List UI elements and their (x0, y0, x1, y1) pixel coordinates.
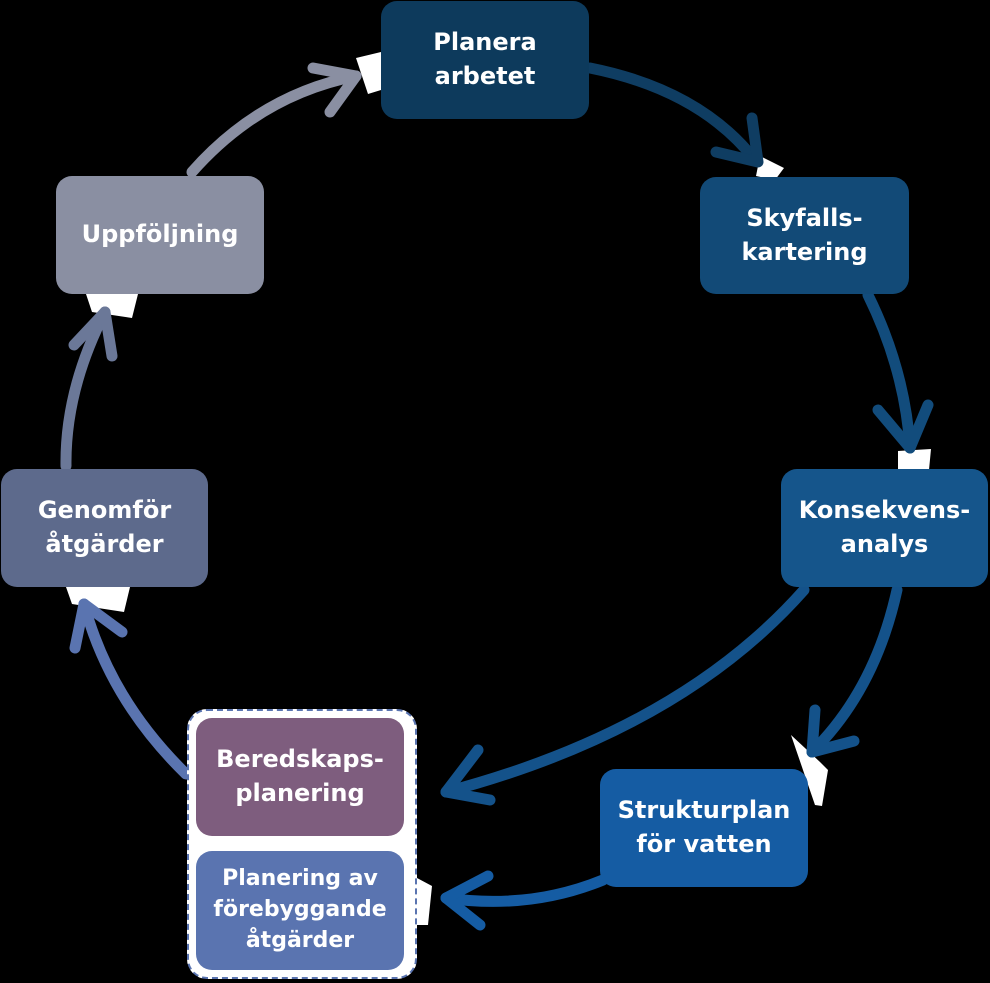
node-label-line: Beredskaps- (216, 745, 384, 774)
node-label-line: Konsekvens- (798, 496, 971, 525)
node-genomfor-atgarder: Genomför åtgärder (1, 469, 208, 587)
arrow-planera-to-skyfall (584, 62, 761, 166)
node-strukturplan-for-vatten: Strukturplan för vatten (600, 769, 808, 887)
node-label-line: arbetet (434, 62, 536, 90)
arrow-uppfolj-to-planera (186, 70, 362, 178)
node-label-line: för vatten (636, 830, 772, 858)
node-label-line: Strukturplan (617, 796, 791, 825)
notch-forebyg (417, 878, 432, 925)
node-label-line: analys (840, 530, 929, 558)
node-skyfallskartering: Skyfalls- kartering (700, 177, 909, 294)
node-planering-forebyggande-atgarder: Planering av förebyggande åtgärder (196, 851, 404, 970)
node-beredskapsplanering: Beredskaps- planering (196, 718, 404, 836)
node-label-line: planering (235, 779, 365, 807)
arrowhead-struktur-to-forebyg (440, 870, 494, 931)
node-label-line: åtgärder (245, 927, 355, 953)
node-label-line: Uppföljning (81, 220, 239, 249)
arrowhead-planera-to-skyfall (710, 112, 764, 168)
node-planera-arbetet: Planera arbetet (381, 1, 589, 119)
node-konsekvensanalys: Konsekvens- analys (781, 469, 988, 587)
arrow-group-to-genomfor (78, 598, 192, 780)
arrowhead-genomfor-to-uppfolj (68, 306, 118, 362)
node-uppfoljning: Uppföljning (56, 176, 264, 294)
node-label-line: Planering av (222, 866, 378, 892)
arrow-konsek-to-struktur (806, 584, 903, 758)
node-label-line: åtgärder (45, 530, 164, 558)
notch-genomfor (66, 587, 130, 612)
node-label-line: Genomför (37, 496, 172, 525)
arrowhead-group-to-genomfor (69, 598, 128, 654)
arrow-konsek-to-bered (440, 584, 810, 798)
arrowhead-uppfolj-to-planera (307, 62, 362, 118)
notch-uppfolj (86, 294, 138, 318)
notch-konsek (898, 449, 931, 470)
node-label-line: Skyfalls- (746, 203, 863, 232)
notch-planera (356, 52, 381, 94)
node-label-line: kartering (741, 237, 868, 266)
arrowhead-konsek-to-struktur (806, 704, 860, 758)
notch-struktur (791, 735, 828, 806)
node-label-line: Planera (433, 28, 537, 57)
arrow-struktur-to-forebyg (440, 874, 609, 907)
node-label-line: förebyggande (213, 897, 387, 923)
arrowhead-konsek-to-bered (440, 744, 496, 806)
arrow-genomfor-to-uppfolj (60, 306, 111, 472)
arrowhead-skyfall-to-konsek (872, 399, 934, 454)
arrow-skyfall-to-konsek (862, 289, 916, 454)
